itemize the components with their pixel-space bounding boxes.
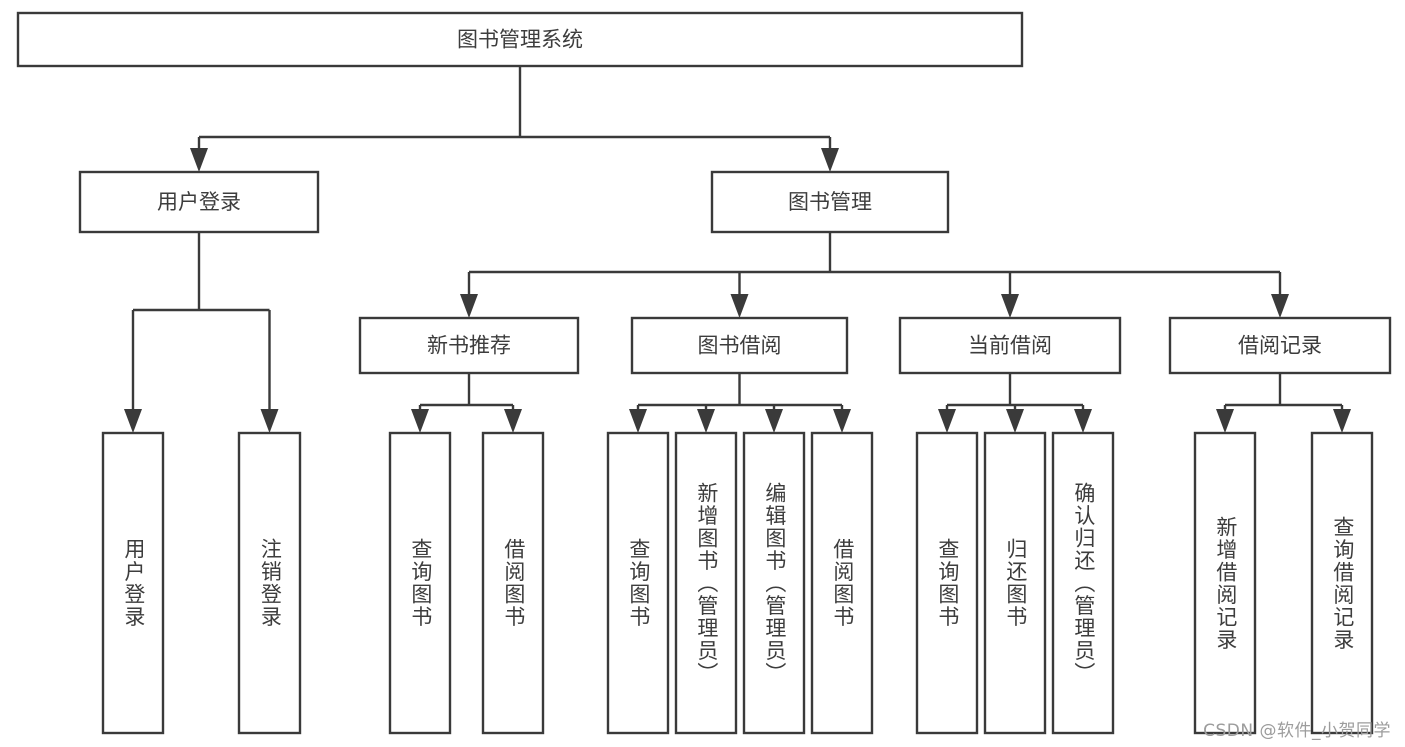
node-box-root [16,11,1024,68]
node-box-leaf-logout [237,431,302,735]
node-box-leaf-br-query-record [1310,431,1374,735]
arrow-head-icon [629,409,647,433]
node-box-leaf-rec-borrow-book [481,431,545,735]
node-label-l2-borrow-record: 借阅记录 [1238,334,1322,358]
connector-group [190,66,839,172]
arrow-head-icon [1333,409,1351,433]
node-box-leaf-cb-return-book [983,431,1047,735]
connector-group [629,373,851,433]
watermark-text: CSDN @软件_小贺同学 [1203,721,1391,741]
node-box-leaf-cb-confirm-return [1051,431,1115,735]
node-box-leaf-bw-query-book [606,431,670,735]
node-box-leaf-br-add-record [1193,431,1257,735]
arrow-head-icon [938,409,956,433]
arrow-head-icon [697,409,715,433]
node-label-l2-current-borrow: 当前借阅 [968,334,1052,358]
node-box-leaf-cb-query-book [915,431,979,735]
arrow-head-icon [190,148,208,172]
arrow-head-icon [124,409,142,433]
arrow-head-icon [1074,409,1092,433]
node-box-leaf-user-login [101,431,165,735]
node-box-leaf-bw-edit-book [742,431,806,735]
node-label-l2-book-borrow: 图书借阅 [698,334,782,358]
node-label-l1-book-mgmt: 图书管理 [788,190,872,214]
connector-group [938,373,1092,433]
connector-group [411,373,522,433]
node-box-leaf-bw-add-book [674,431,738,735]
arrow-head-icon [1001,294,1019,318]
node-box-l1-book-mgmt [710,170,950,234]
node-box-leaf-bw-borrow-book [810,431,874,735]
node-box-layer [16,11,1392,735]
connector-group [460,232,1289,318]
arrow-head-icon [1216,409,1234,433]
arrow-head-icon [1006,409,1024,433]
connector-group [124,232,279,433]
arrow-head-icon [1271,294,1289,318]
arrow-head-icon [765,409,783,433]
arrow-head-icon [730,294,749,318]
node-box-l2-current-borrow [898,316,1122,375]
arrow-head-icon [260,409,279,433]
connector-group [1216,373,1351,433]
node-box-l2-borrow-record [1168,316,1392,375]
arrow-head-icon [460,294,478,318]
arrow-head-icon [833,409,851,433]
node-box-leaf-rec-query-book [388,431,452,735]
node-box-l2-new-book-rec [358,316,580,375]
connector-layer [124,66,1351,433]
node-label-l1-user-login: 用户登录 [157,190,241,214]
arrow-head-icon [504,409,522,433]
node-label-root: 图书管理系统 [457,28,583,52]
arrow-head-icon [821,148,839,172]
node-label-l2-new-book-rec: 新书推荐 [427,334,511,358]
node-box-l2-book-borrow [630,316,849,375]
arrow-head-icon [411,409,429,433]
node-box-l1-user-login [78,170,320,234]
